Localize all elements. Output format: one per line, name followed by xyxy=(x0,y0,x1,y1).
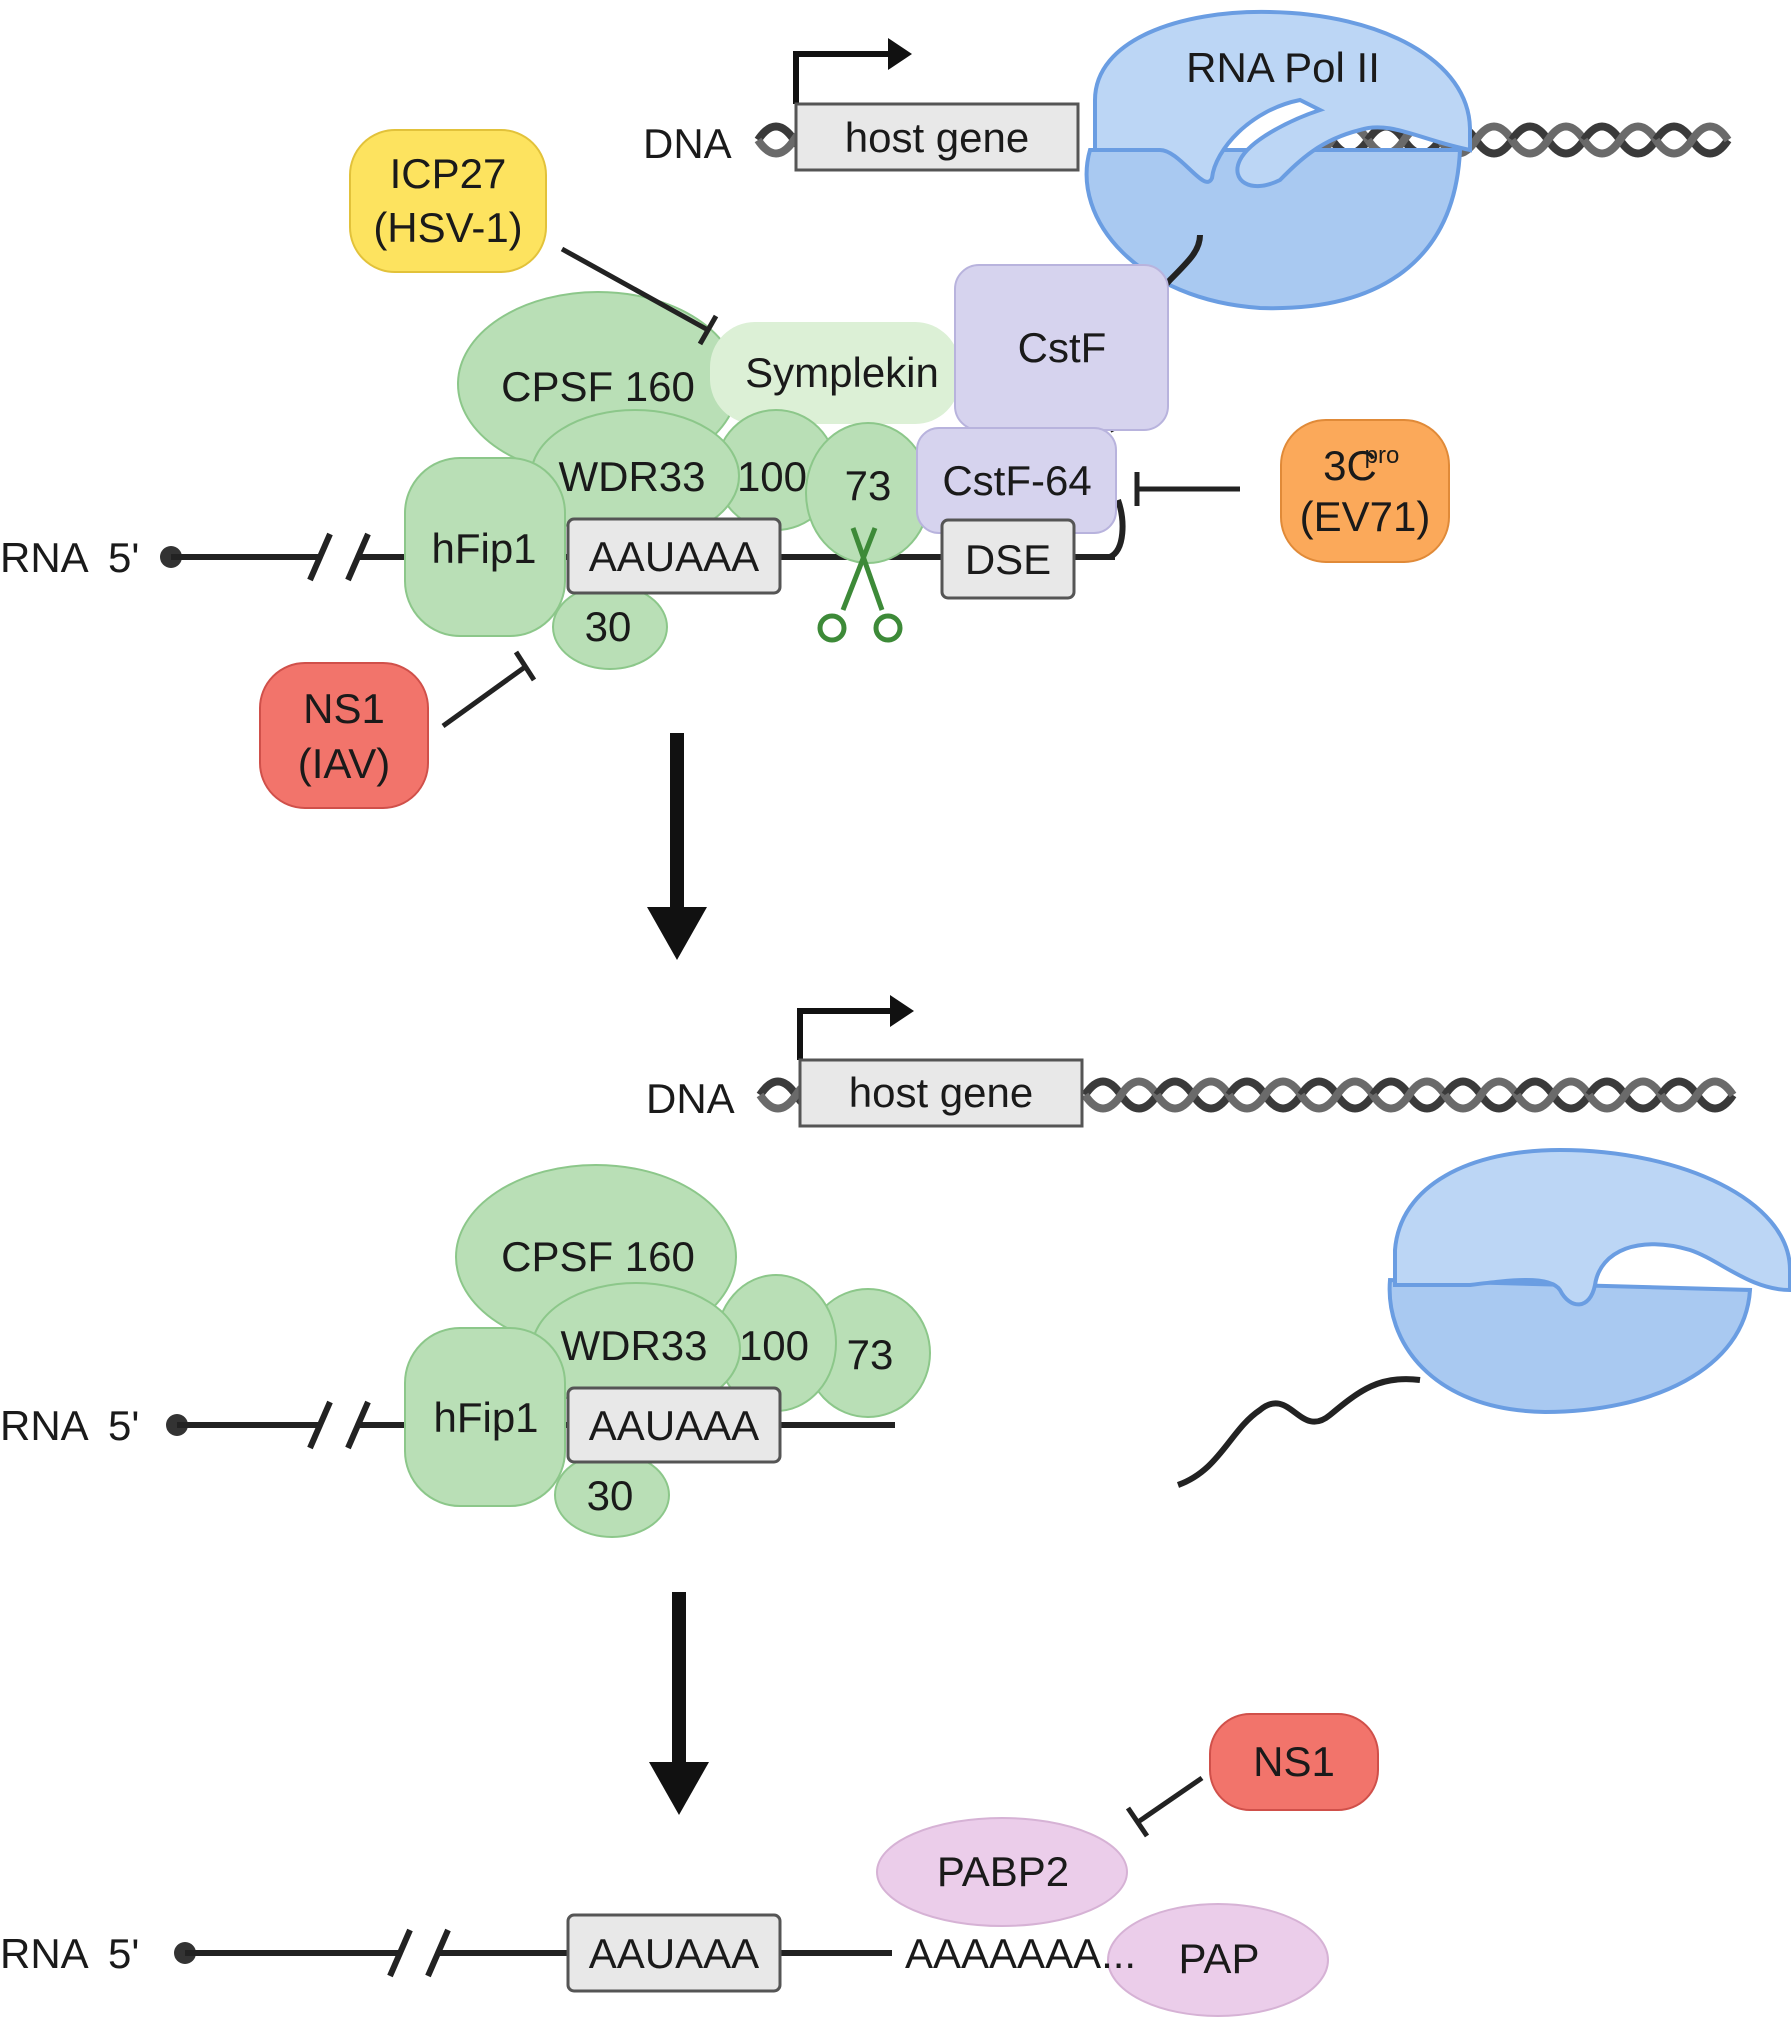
rna-label: RNA xyxy=(0,534,89,581)
transcription-start-arrow xyxy=(793,38,912,104)
wdr33-label: WDR33 xyxy=(558,453,705,500)
ns1-badge xyxy=(1209,1713,1379,1811)
pap-label: PAP xyxy=(1179,1935,1260,1982)
rna-pol-ii: RNA Pol II xyxy=(1084,9,1472,311)
ev71-label-line2: (EV71) xyxy=(1300,493,1431,540)
released-rna-strand xyxy=(1176,1376,1421,1488)
ns1-iav-label-line1: NS1 xyxy=(303,685,385,732)
rna-pol-ii-released xyxy=(1387,1147,1791,1415)
polya-tail-label: AAAAAAA... xyxy=(905,1930,1136,1977)
pabp2-shape xyxy=(876,1817,1128,1927)
wdr33-label-2: WDR33 xyxy=(560,1322,707,1369)
cpsf73-label: 73 xyxy=(845,462,892,509)
cpsf160-label: CPSF 160 xyxy=(501,363,695,410)
step-arrow-2 xyxy=(649,1592,709,1815)
cpsf30-label-2: 30 xyxy=(587,1472,634,1519)
hfip1-shape xyxy=(404,457,566,637)
rna-label-2: RNA xyxy=(0,1402,89,1449)
icp27-label-line1: ICP27 xyxy=(390,150,507,197)
hfip1-shape-2 xyxy=(404,1327,566,1507)
rna-break-mark-2 xyxy=(307,1400,333,1450)
pas-box xyxy=(566,517,782,595)
five-prime-label: 5' xyxy=(108,534,139,581)
cpsf100-label-2: 100 xyxy=(739,1322,809,1369)
pas-label: AAUAAA xyxy=(589,533,759,580)
ns1-label: NS1 xyxy=(1253,1738,1335,1785)
scissors-icon xyxy=(817,527,903,643)
host-gene-box xyxy=(794,102,1080,172)
step-arrow-1 xyxy=(647,733,707,960)
pabp2-label: PABP2 xyxy=(937,1848,1069,1895)
pas-box-3 xyxy=(566,1913,782,1993)
ns1-iav-label-line2: (IAV) xyxy=(298,740,391,787)
ev71-label-superscript: pro xyxy=(1365,442,1400,469)
ns1-iav-inhibition-line xyxy=(441,650,537,729)
pas-label-2: AAUAAA xyxy=(589,1402,759,1449)
dse-box xyxy=(940,518,1076,600)
hfip1-label-2: hFip1 xyxy=(433,1394,538,1441)
cstf64-label: CstF-64 xyxy=(942,457,1091,504)
host-gene-label: host gene xyxy=(845,114,1030,161)
symplekin-label: Symplekin xyxy=(745,349,939,396)
pap-shape xyxy=(1107,1903,1329,2017)
dna-helix-right-2 xyxy=(1085,1082,1733,1109)
panel-1-cleavage-complex: DNA host gene RNA Pol II RNA 5' xyxy=(0,9,1728,809)
cpsf73-label-2: 73 xyxy=(847,1331,894,1378)
cpsf30-label: 30 xyxy=(585,603,632,650)
five-prime-label-2: 5' xyxy=(108,1402,139,1449)
five-prime-label-3: 5' xyxy=(108,1930,139,1977)
rna-pol-ii-label: RNA Pol II xyxy=(1186,44,1380,91)
ns1-iav-badge xyxy=(259,662,429,809)
cpsf160-label-2: CPSF 160 xyxy=(501,1233,695,1280)
panel-3-polyadenylation: RNA 5' AAUAAA PABP2 PAP AAAAAAA... NS1 xyxy=(0,1713,1379,2017)
rna-break-mark-3 xyxy=(387,1928,413,1978)
rna-break-mark xyxy=(307,532,333,582)
cstf-label: CstF xyxy=(1018,324,1107,371)
transcription-start-arrow-2 xyxy=(797,995,914,1060)
host-gene-box-2 xyxy=(798,1058,1084,1128)
dse-label: DSE xyxy=(965,536,1051,583)
ns1-inhibition-line xyxy=(1125,1775,1204,1838)
cpsf100-label: 100 xyxy=(737,453,807,500)
rna-label-3: RNA xyxy=(0,1930,89,1977)
pas-label-3: AAUAAA xyxy=(589,1930,759,1977)
icp27-inhibition-line xyxy=(560,246,719,346)
ev71-label-main: 3C xyxy=(1323,442,1377,489)
symplekin-shape xyxy=(710,322,960,424)
ev71-inhibition-line xyxy=(1134,472,1240,506)
dna-label: DNA xyxy=(643,120,732,167)
ev71-badge xyxy=(1280,419,1450,563)
icp27-label-line2: (HSV-1) xyxy=(373,204,522,251)
dna-label-2: DNA xyxy=(646,1075,735,1122)
host-gene-label-2: host gene xyxy=(849,1069,1034,1116)
hfip1-label: hFip1 xyxy=(431,525,536,572)
rna-strand-curve xyxy=(1108,499,1126,560)
icp27-badge xyxy=(349,129,547,273)
pas-box-2 xyxy=(566,1386,782,1464)
panel-2-cleaved-rna: DNA host gene RNA 5' CPSF 160 WDR33 xyxy=(0,995,1791,1538)
